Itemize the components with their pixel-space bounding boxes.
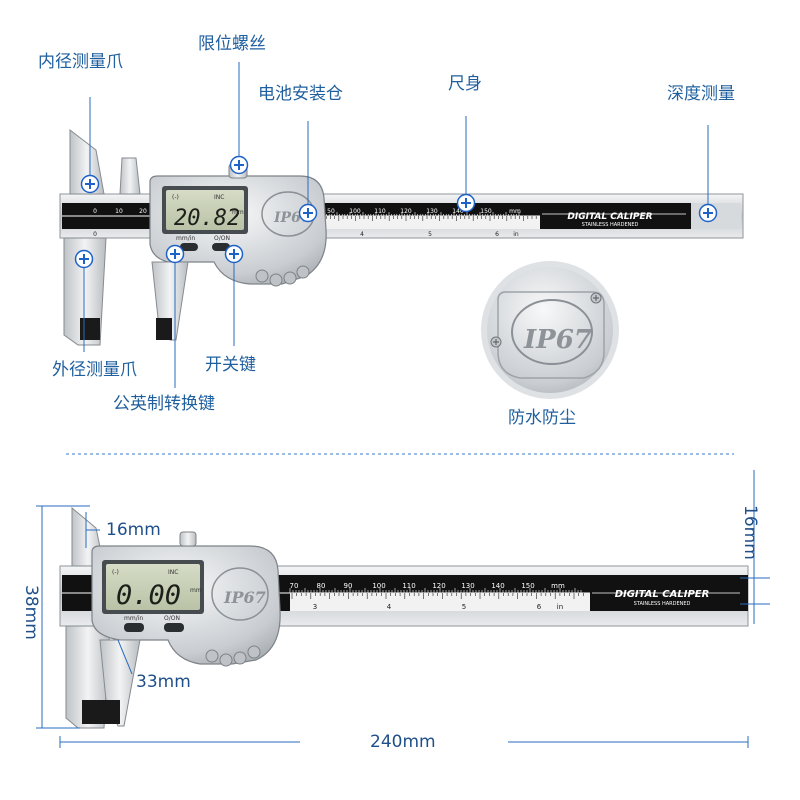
marker-ruler-body bbox=[456, 193, 476, 213]
top-unit-key-label: mm/in bbox=[176, 235, 195, 242]
label-outer-jaw: 外径测量爪 bbox=[52, 360, 137, 380]
bottom-lcd-screen bbox=[106, 564, 200, 610]
bottom-lcd-reading: 0.00 bbox=[116, 580, 181, 611]
dim-height-38mm: 38mm bbox=[21, 585, 41, 640]
top-in-tick-0: 0 bbox=[93, 231, 97, 238]
top-outer-jaw-tip-moving bbox=[156, 318, 172, 340]
marker-limit-screw bbox=[229, 155, 249, 175]
label-depth: 深度测量 bbox=[667, 84, 735, 104]
top-mm-tick-marks bbox=[321, 212, 537, 221]
bottom-ip67-text: IP67 bbox=[223, 588, 266, 607]
top-in-tick-3: 6 bbox=[495, 231, 499, 238]
top-mm-tick-1: 10 bbox=[115, 208, 123, 215]
bottom-in-scale bbox=[290, 593, 590, 611]
top-mm-tick-7: 130 bbox=[426, 208, 438, 215]
top-lcd-minus: (-) bbox=[172, 194, 179, 201]
top-power-key[interactable] bbox=[212, 243, 230, 251]
top-mm-unit: mm bbox=[509, 208, 521, 215]
top-mm-tick-8: 140 bbox=[452, 208, 464, 215]
top-power-key-label: O/ON bbox=[214, 235, 230, 242]
zoom-ip67-text: IP67 bbox=[523, 325, 592, 355]
top-markers bbox=[74, 155, 718, 269]
top-unit-key[interactable] bbox=[180, 243, 198, 251]
top-mm-tick-9: 150 bbox=[480, 208, 492, 215]
bottom-mm-tick-5: 120 bbox=[432, 582, 445, 590]
top-caliper: (-) INC 20.82 mm mm/in O/ON IP67 0 10 20… bbox=[59, 128, 744, 346]
marker-power-key bbox=[224, 244, 244, 264]
top-in-unit: in bbox=[513, 231, 519, 238]
label-ruler-body: 尺身 bbox=[448, 74, 482, 94]
marker-unit-key bbox=[165, 244, 185, 264]
top-thumb-wheel[interactable] bbox=[255, 265, 310, 287]
bottom-mm-tick-marks bbox=[289, 588, 584, 599]
bottom-mm-tick-7: 140 bbox=[491, 582, 504, 590]
waterproof-zoom: IP67 bbox=[481, 261, 619, 399]
bottom-outer-jaw-tip-fixed bbox=[82, 700, 104, 724]
dimension-lines bbox=[36, 470, 770, 748]
bottom-mm-tick-1: 80 bbox=[317, 582, 326, 590]
top-brand-sub: STAINLESS HARDENED bbox=[582, 222, 639, 228]
top-mm-tick-2: 20 bbox=[139, 208, 147, 215]
top-mm-tick-4: 100 bbox=[349, 208, 361, 215]
bottom-brand-name: DIGITAL CALIPER bbox=[615, 589, 710, 600]
top-leader-lines bbox=[83, 62, 709, 388]
top-in-tick-2: 5 bbox=[428, 231, 432, 238]
bottom-mm-tick-8: 150 bbox=[521, 582, 534, 590]
top-lcd-reading: 20.82 bbox=[174, 206, 240, 231]
bottom-brand-plate bbox=[590, 584, 740, 604]
top-inner-jaw-moving bbox=[119, 157, 141, 195]
bottom-in-unit: in bbox=[557, 603, 563, 611]
dim-right-16mm: 16mm bbox=[740, 505, 760, 560]
top-outer-jaw-tip-fixed bbox=[80, 318, 100, 340]
label-unit-key: 公英制转换键 bbox=[113, 394, 215, 414]
bottom-mm-tick-6: 130 bbox=[461, 582, 474, 590]
top-lcd-screen bbox=[166, 190, 244, 230]
bottom-mm-tick-0: 70 bbox=[290, 582, 299, 590]
bottom-lcd-inc: INC bbox=[168, 569, 178, 576]
bottom-mm-tick-4: 110 bbox=[402, 582, 415, 590]
bottom-mm-tick-3: 100 bbox=[372, 582, 385, 590]
bottom-thumb-wheel[interactable] bbox=[205, 645, 261, 667]
bottom-outer-jaw-tip-moving bbox=[104, 700, 120, 724]
bottom-limit-screw bbox=[179, 531, 197, 547]
bottom-in-tick-1: 4 bbox=[387, 603, 392, 611]
marker-depth bbox=[698, 203, 718, 223]
top-mm-tick-3: 50 bbox=[327, 208, 335, 215]
dim-jaw-33mm: 33mm bbox=[136, 672, 191, 692]
marker-battery bbox=[298, 203, 318, 223]
dim-length-240mm: 240mm bbox=[370, 732, 436, 752]
top-in-scale bbox=[320, 216, 540, 229]
label-power-key: 开关键 bbox=[205, 355, 256, 375]
bottom-in-tick-2: 5 bbox=[462, 603, 466, 611]
top-brand-plate bbox=[540, 207, 686, 225]
bottom-power-key-label: O/ON bbox=[164, 615, 180, 622]
label-limit-screw: 限位螺丝 bbox=[198, 34, 266, 54]
bottom-ip67-emblem bbox=[211, 567, 269, 621]
top-brand-name: DIGITAL CALIPER bbox=[567, 212, 652, 222]
bottom-mm-tick-2: 90 bbox=[344, 582, 353, 590]
bottom-power-key[interactable] bbox=[164, 623, 184, 632]
bottom-unit-key-label: mm/in bbox=[124, 615, 143, 622]
marker-outer-jaw bbox=[74, 249, 94, 269]
top-mm-tick-0: 0 bbox=[93, 208, 97, 215]
bottom-brand-sub: STAINLESS HARDENED bbox=[634, 601, 691, 607]
label-waterproof: 防水防尘 bbox=[508, 408, 576, 428]
bottom-caliper: (-) INC 0.00 mm mm/in O/ON IP67 70 80 90… bbox=[59, 506, 749, 729]
bottom-unit-key[interactable] bbox=[124, 623, 144, 632]
bottom-in-tick-3: 6 bbox=[537, 603, 542, 611]
marker-inner-jaw bbox=[80, 174, 100, 194]
label-inner-jaw: 内径测量爪 bbox=[38, 52, 123, 72]
dim-jaw-16mm: 16mm bbox=[106, 520, 161, 540]
top-in-tick-1: 4 bbox=[360, 231, 364, 238]
top-mm-tick-5: 110 bbox=[374, 208, 386, 215]
bottom-mm-unit: mm bbox=[551, 582, 565, 590]
top-lcd-inc: INC bbox=[214, 194, 224, 201]
top-lcd-unit: mm bbox=[232, 209, 244, 216]
bottom-lcd-minus: (-) bbox=[112, 569, 119, 576]
top-mm-tick-6: 120 bbox=[400, 208, 412, 215]
bottom-in-tick-0: 3 bbox=[313, 603, 317, 611]
label-battery: 电池安装仓 bbox=[258, 84, 343, 104]
bottom-lcd-unit: mm bbox=[190, 587, 202, 594]
